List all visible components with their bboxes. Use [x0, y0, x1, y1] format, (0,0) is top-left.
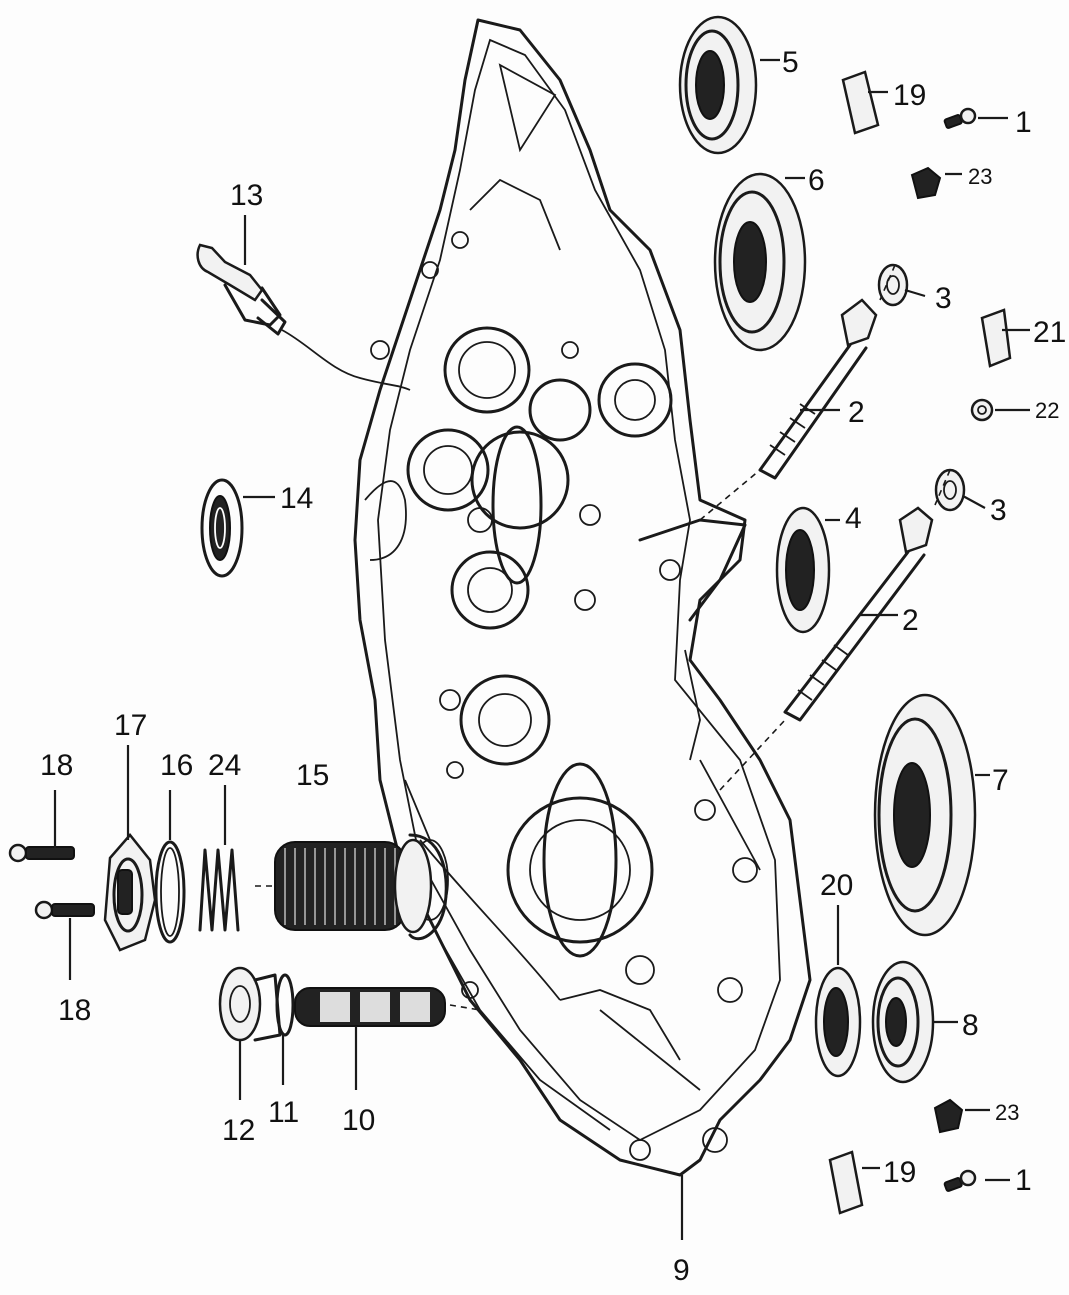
drain-cap-part-17	[103, 833, 157, 952]
nut-part-22	[970, 398, 994, 422]
callout-20: 20	[820, 869, 853, 902]
callout-18-upper: 18	[40, 749, 73, 782]
bearing-part-5	[678, 15, 758, 155]
o-ring-part-16	[154, 840, 186, 944]
plug-part-12	[218, 966, 282, 1042]
bearing-part-7	[873, 693, 977, 937]
sensor-part-13	[196, 243, 411, 391]
callout-5: 5	[782, 46, 799, 79]
callout-23-lower: 23	[995, 1100, 1019, 1125]
callout-labels: 1 1 2 2 3 3 4 5 6 7 8 9 10 11 12 13 14 1…	[40, 46, 1066, 1287]
bearing-part-8	[871, 960, 935, 1084]
spring-part-24	[198, 848, 240, 932]
callout-6: 6	[808, 164, 825, 197]
washer-part-3-upper	[877, 263, 909, 307]
callout-24: 24	[208, 749, 241, 782]
callout-22: 22	[1035, 398, 1059, 423]
callout-10: 10	[342, 1104, 375, 1137]
screw-part-1-lower	[943, 1169, 977, 1192]
bearing-part-6	[713, 172, 807, 352]
oil-seal-part-20	[814, 966, 862, 1078]
callout-7: 7	[992, 764, 1009, 797]
callout-13: 13	[230, 179, 263, 212]
bolt-part-18-upper	[8, 843, 75, 863]
screw-part-1-upper	[943, 107, 977, 129]
bolt-part-18-lower	[34, 900, 95, 920]
callout-12: 12	[222, 1114, 255, 1147]
callout-2-lower: 2	[902, 604, 919, 637]
strainer-part-10	[294, 987, 446, 1027]
callout-1-lower: 1	[1015, 1164, 1032, 1197]
nut-part-23-upper	[910, 166, 942, 200]
callout-9: 9	[673, 1254, 690, 1287]
callout-18-lower: 18	[58, 994, 91, 1027]
callout-15: 15	[296, 759, 329, 792]
callout-21: 21	[1033, 316, 1066, 349]
callout-17: 17	[114, 709, 147, 742]
washer-part-3-lower	[934, 468, 966, 512]
pin-part-19-lower	[828, 1150, 864, 1215]
oil-seal-part-14	[200, 478, 244, 578]
callout-14: 14	[280, 482, 313, 515]
callout-3-lower: 3	[990, 494, 1007, 527]
callout-4: 4	[845, 502, 862, 535]
callout-19-lower: 19	[883, 1156, 916, 1189]
callout-19-upper: 19	[893, 79, 926, 112]
callout-11: 11	[268, 1096, 299, 1129]
washer-part-11	[275, 973, 295, 1037]
leader-lines	[53, 58, 1030, 1240]
assembly-lines	[255, 264, 951, 1011]
callout-2-upper: 2	[848, 396, 865, 429]
stud-part-2-lower	[783, 506, 934, 722]
oil-seal-part-4	[775, 506, 831, 634]
pin-part-19-upper	[841, 70, 880, 135]
bush-part-21	[980, 308, 1012, 368]
stud-part-2-upper	[758, 298, 878, 480]
nut-part-23-lower	[933, 1098, 964, 1134]
callout-23-upper: 23	[968, 164, 992, 189]
callout-1-upper: 1	[1015, 106, 1032, 139]
callout-8: 8	[962, 1009, 979, 1042]
filter-screen-part-15	[274, 838, 433, 934]
callout-3-upper: 3	[935, 282, 952, 315]
callout-16: 16	[160, 749, 193, 782]
